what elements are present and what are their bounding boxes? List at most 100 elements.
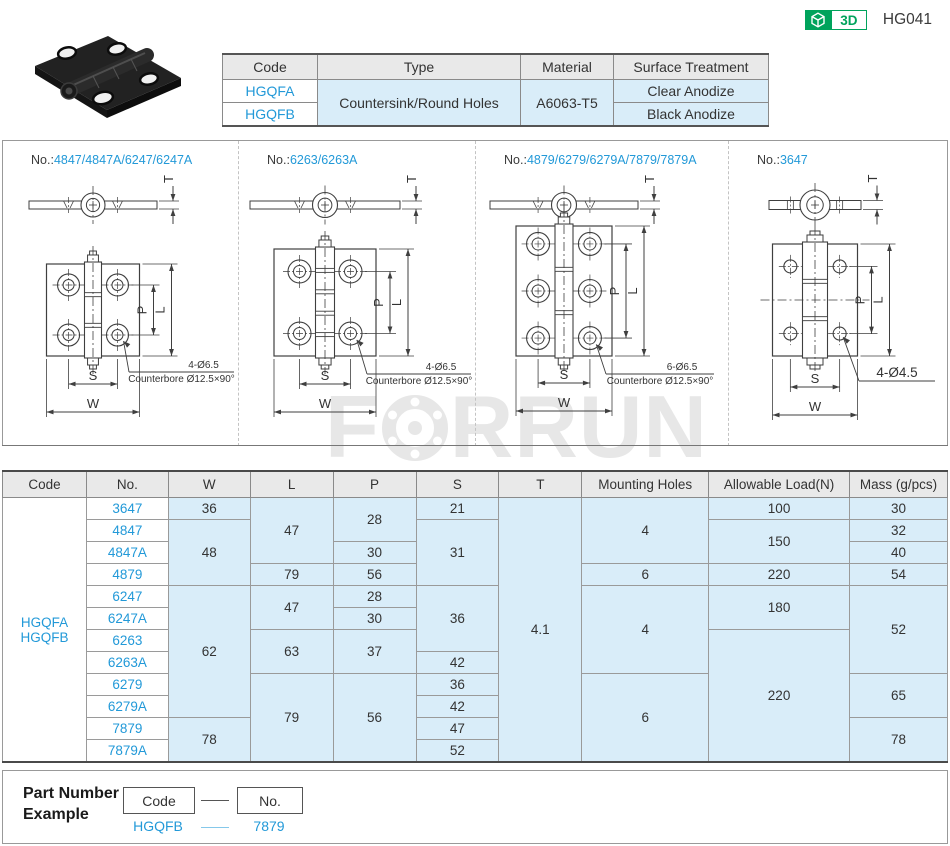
value-cell: 78 (167, 717, 251, 763)
table-row-6247A: 6247A 30 (3, 607, 948, 630)
spec-code-hgqfa[interactable]: HGQFA (222, 79, 318, 103)
value-cell: 21 (415, 497, 500, 520)
value-cell: 6 (581, 563, 710, 586)
example-code-value: HGQFB (133, 818, 183, 834)
value-cell: 37 (332, 629, 417, 674)
svg-text:Counterbore Ø12.5×90°: Counterbore Ø12.5×90° (128, 374, 235, 385)
svg-text:S: S (560, 367, 569, 382)
svg-text:Counterbore Ø12.5×90°: Counterbore Ø12.5×90° (607, 376, 714, 387)
svg-text:L: L (625, 287, 640, 294)
svg-text:W: W (558, 395, 571, 410)
no-cell-6247A[interactable]: 6247A (85, 607, 169, 630)
value-cell: 54 (849, 563, 948, 586)
svg-text:W: W (809, 399, 822, 414)
svg-text:L: L (153, 306, 168, 313)
no-cell-6247[interactable]: 6247 (85, 585, 169, 608)
no-cell-7879[interactable]: 7879 (85, 717, 169, 740)
svg-text:4-Ø6.5: 4-Ø6.5 (426, 362, 457, 373)
value-cell: 52 (415, 739, 500, 763)
table-row-7879A: 7879A 52 (3, 739, 948, 763)
product-photo (35, 36, 181, 118)
svg-text:4-Ø4.5: 4-Ø4.5 (876, 365, 917, 380)
no-cell-3647[interactable]: 3647 (85, 497, 169, 520)
spec-table: Code Type Material Surface Treatment HGQ… (222, 53, 769, 127)
no-cell-4847A[interactable]: 4847A (85, 541, 169, 564)
code-box: Code (123, 787, 195, 814)
dash-separator (201, 800, 229, 801)
svg-text:P: P (607, 287, 622, 296)
value-cell: 36 (415, 673, 500, 696)
value-cell: 4.1 (498, 497, 583, 763)
no-cell-4847[interactable]: 4847 (85, 519, 169, 542)
no-prefix: No.: (267, 153, 290, 167)
example-no-value: 7879 (253, 818, 285, 834)
col-header-p: P (332, 470, 417, 498)
no-cell-4879[interactable]: 4879 (85, 563, 169, 586)
spec-code-hgqfb[interactable]: HGQFB (222, 102, 318, 127)
drawing-label: No.:4879/6279/6279A/7879/7879A (476, 141, 728, 167)
svg-text:W: W (87, 396, 100, 411)
value-cell: 32 (849, 519, 948, 542)
value-cell: 180 (708, 585, 850, 630)
no-prefix: No.: (31, 153, 54, 167)
no-cell-7879A[interactable]: 7879A (85, 739, 169, 763)
value-cell: 100 (708, 497, 850, 520)
drawing-label: No.:6263/6263A (239, 141, 475, 167)
svg-text:S: S (811, 371, 820, 386)
svg-text:L: L (871, 296, 886, 303)
watermark: F RRUN (325, 377, 708, 476)
value-cell: 78 (849, 717, 948, 763)
value-cell: 47 (249, 497, 334, 564)
value-cell: 47 (249, 585, 334, 630)
col-header-w: W (167, 470, 251, 498)
svg-text:T: T (161, 175, 176, 183)
value-cell: 4 (581, 585, 710, 674)
value-cell: 48 (167, 519, 251, 586)
view-3d-button[interactable]: 3D (804, 10, 867, 30)
no-box: No. (237, 787, 303, 814)
col-header-s: S (415, 470, 500, 498)
spec-surface-clear: Clear Anodize (613, 79, 769, 103)
drawing-numbers-link[interactable]: 3647 (779, 153, 808, 167)
no-cell-6279[interactable]: 6279 (85, 673, 169, 696)
value-cell: 79 (249, 673, 334, 763)
value-cell: 56 (332, 673, 417, 763)
col-header-l: L (249, 470, 334, 498)
value-cell: 56 (332, 563, 417, 586)
value-cell: 30 (332, 607, 417, 630)
svg-text:T: T (404, 175, 419, 183)
value-cell: 63 (249, 629, 334, 674)
value-cell: 220 (708, 629, 850, 763)
svg-text:W: W (319, 396, 332, 411)
drawing-numbers-link[interactable]: 6263/6263A (289, 153, 358, 167)
value-cell: 30 (332, 541, 417, 564)
col-header-allowable-load-n-: Allowable Load(N) (708, 470, 850, 498)
no-cell-6279A[interactable]: 6279A (85, 695, 169, 718)
no-cell-6263A[interactable]: 6263A (85, 651, 169, 674)
svg-text:S: S (321, 368, 330, 383)
badge-3d-label: 3D (830, 10, 867, 30)
dash-separator-blue (201, 827, 229, 828)
drawing-numbers-link[interactable]: 4847/4847A/6247/6247A (53, 153, 193, 167)
drawing-numbers-link[interactable]: 4879/6279/6279A/7879/7879A (526, 153, 697, 167)
drawing-label: No.:4847/4847A/6247/6247A (3, 141, 238, 167)
no-prefix: No.: (504, 153, 527, 167)
no-cell-6263[interactable]: 6263 (85, 629, 169, 652)
drawings-bottom-border (2, 445, 948, 446)
value-cell: 62 (167, 585, 251, 718)
